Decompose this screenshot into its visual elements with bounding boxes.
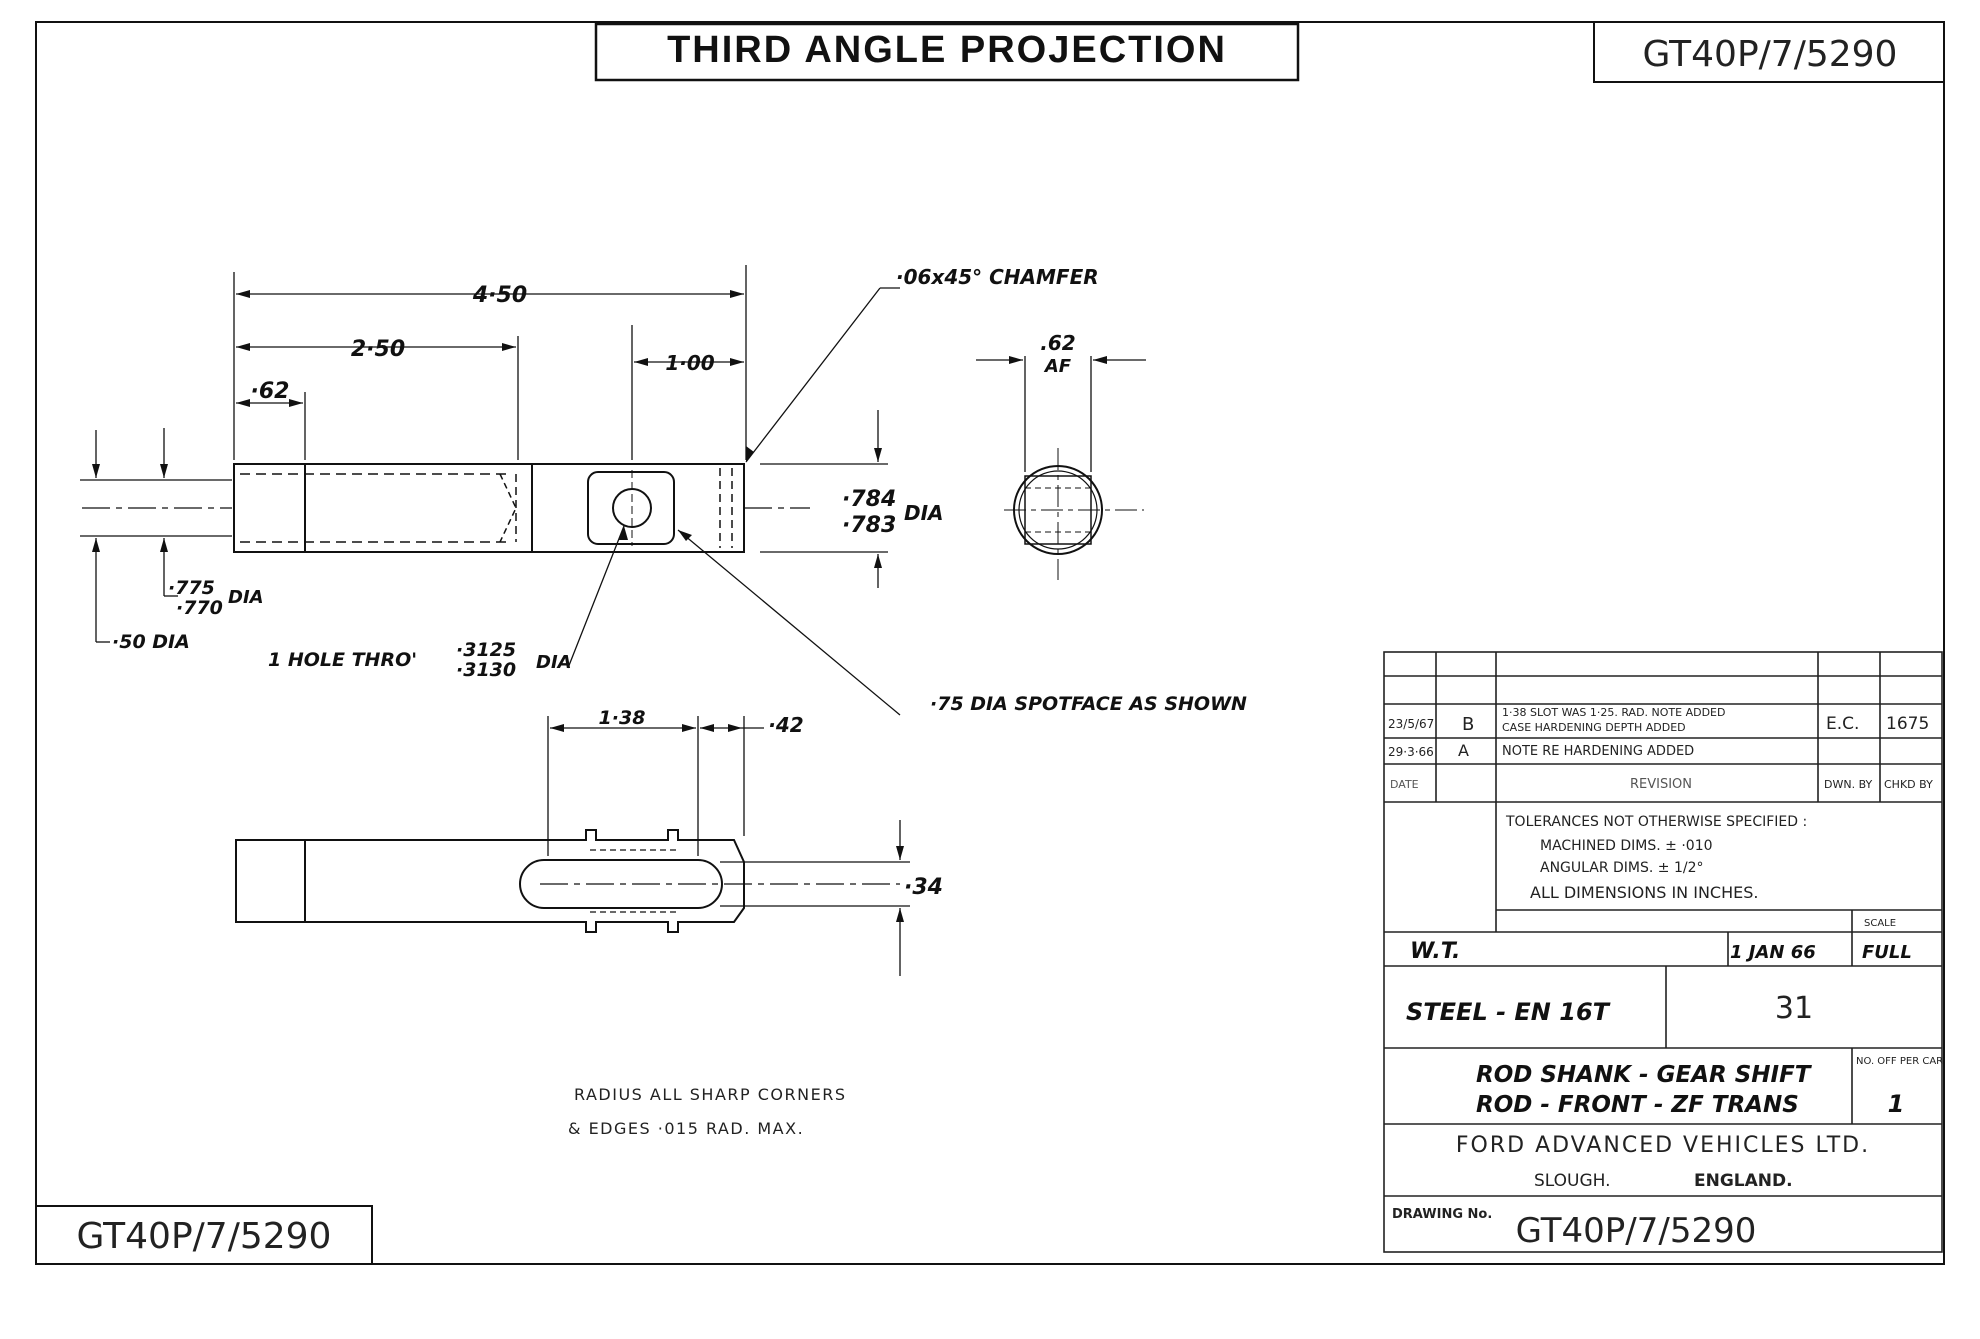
title-block (1383, 651, 1943, 1253)
plan-view (235, 716, 910, 976)
note-hole-prefix: 1 HOLE THRO' (268, 649, 417, 671)
rev-b-line2: CASE HARDENING DEPTH ADDED (1502, 721, 1686, 734)
dim-hole-unit: DIA (536, 652, 572, 673)
dim-shank-dia-upper: ·784 (842, 487, 896, 512)
corner-drawing-number-box: GT40P/7/5290 (35, 1205, 373, 1265)
dim-thread-dia-unit: DIA (228, 587, 264, 608)
note-radius-line1: RADIUS ALL SHARP CORNERS (574, 1085, 846, 1104)
scale-label: SCALE (1864, 918, 1896, 929)
note-spotface: ·75 DIA SPOTFACE AS SHOWN (930, 693, 1247, 715)
material: STEEL - EN 16T (1406, 998, 1611, 1026)
no-off-value: 1 (1888, 1090, 1905, 1118)
scale-value: FULL (1862, 942, 1912, 963)
dim-across-flats-unit: AF (1043, 356, 1072, 377)
drawing-date: 1 JAN 66 (1730, 942, 1816, 963)
dim-stub-dia: ·50 DIA (112, 631, 190, 653)
no-off-label: NO. OFF PER CAR (1856, 1056, 1943, 1067)
drawing-number-corner: GT40P/7/5290 (77, 1216, 332, 1257)
tolerance-line3: ANGULAR DIMS. ± 1/2° (1540, 860, 1704, 876)
dim-end-length: ·62 (251, 379, 290, 404)
header-revision: REVISION (1630, 777, 1692, 792)
note-radius-line2: & EDGES ·015 RAD. MAX. (568, 1119, 804, 1138)
rev-b-date: 23/5/67 (1388, 717, 1434, 731)
rev-b-line1: 1·38 SLOT WAS 1·25. RAD. NOTE ADDED (1502, 706, 1725, 719)
tolerance-line2: MACHINED DIMS. ± ·010 (1540, 838, 1713, 854)
dim-overall-length: 4·50 (472, 283, 527, 308)
plan-view-arrowheads (550, 724, 904, 922)
rev-b-ec-number: 1675 (1886, 714, 1929, 734)
company-country: ENGLAND. (1694, 1171, 1793, 1191)
company-name: FORD ADVANCED VEHICLES LTD. (1456, 1133, 1870, 1158)
end-view (976, 356, 1146, 580)
rev-a-letter: A (1458, 741, 1469, 760)
rev-a-date: 29·3·66 (1388, 745, 1434, 759)
dim-chamfer: ·06x45° CHAMFER (896, 265, 1099, 289)
dim-slot-end: ·42 (768, 713, 803, 737)
drawing-border (35, 21, 1945, 1265)
dim-slot-offset: 1·00 (665, 351, 714, 375)
dim-thread-dia-lower: ·770 (176, 597, 223, 619)
rev-a-line1: NOTE RE HARDENING ADDED (1502, 744, 1694, 759)
dim-hole-upper: ·3125 (456, 639, 516, 661)
top-drawing-number-box: GT40P/7/5290 (1593, 21, 1945, 83)
part-title-line1: ROD SHANK - GEAR SHIFT (1476, 1062, 1813, 1088)
drawn-by: W.T. (1410, 939, 1460, 964)
dim-slot-width: ·34 (904, 875, 943, 900)
rev-b-ec-label: E.C. (1826, 714, 1859, 734)
dim-across-flats: .62 (1040, 331, 1075, 355)
drawing-number-label: DRAWING No. (1392, 1207, 1492, 1222)
projection-title: THIRD ANGLE PROJECTION (667, 29, 1227, 71)
header-date: DATE (1390, 778, 1419, 791)
header-drawn-by: DWN. BY (1824, 778, 1873, 791)
part-title-line2: ROD - FRONT - ZF TRANS (1476, 1092, 1799, 1118)
tolerance-line4: ALL DIMENSIONS IN INCHES. (1530, 883, 1758, 902)
dim-slot-length: 1·38 (599, 707, 646, 729)
rod-body-outline (233, 463, 745, 553)
company-location: SLOUGH. (1534, 1171, 1611, 1191)
dim-hole-lower: ·3130 (456, 659, 516, 681)
dim-thread-dia-upper: ·775 (168, 577, 215, 599)
dim-shank-dia-unit: DIA (904, 501, 944, 525)
tolerance-line1: TOLERANCES NOT OTHERWISE SPECIFIED : (1505, 814, 1807, 830)
front-view-arrowheads (92, 290, 882, 568)
plan-outline (235, 829, 745, 933)
front-view (82, 463, 810, 553)
rev-b-letter: B (1462, 714, 1474, 735)
dim-thread-length: 2·50 (351, 337, 405, 362)
drawing-number-title-block: GT40P/7/5290 (1516, 1211, 1757, 1251)
header-checked-by: CHKD BY (1884, 778, 1933, 791)
projection-header: THIRD ANGLE PROJECTION (594, 22, 1300, 82)
drawing-number-top: GT40P/7/5290 (1643, 34, 1898, 75)
dim-shank-dia-lower: ·783 (842, 513, 896, 538)
end-view-arrowheads (1009, 356, 1107, 364)
treatment-number: 31 (1775, 991, 1813, 1026)
